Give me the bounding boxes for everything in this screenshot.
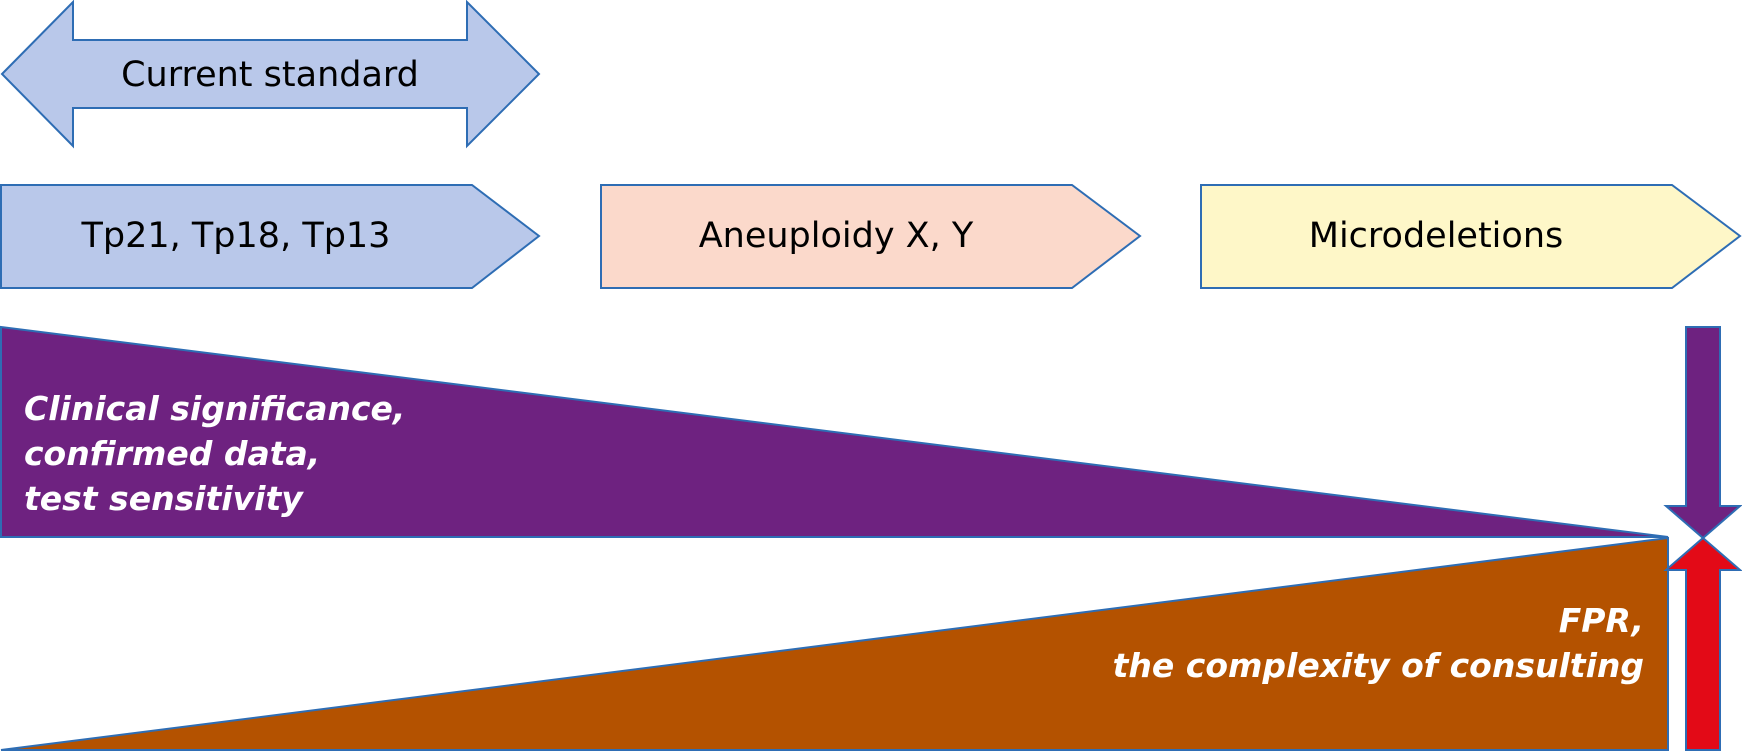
down-arrow-icon <box>1663 326 1742 540</box>
stage-label: Aneuploidy X, Y <box>699 216 974 256</box>
double-arrow-shape <box>0 0 541 149</box>
stage-label: Tp21, Tp18, Tp13 <box>81 216 391 256</box>
increasing-wedge-line: FPR, <box>1559 601 1644 640</box>
increasing-wedge-line: the complexity of consulting <box>1113 646 1644 685</box>
decreasing-wedge-shape <box>0 325 1669 538</box>
decreasing-wedge-line: test sensitivity <box>24 479 304 518</box>
stage-trisomies: Tp21, Tp18, Tp13 <box>0 184 541 289</box>
increasing-wedge-shape <box>0 536 1669 751</box>
up-arrow-icon <box>1663 536 1742 751</box>
stage-chevron-shape <box>1200 184 1742 289</box>
stage-aneuploidy: Aneuploidy X, Y <box>600 184 1142 289</box>
stage-chevron-shape <box>0 184 541 289</box>
stage-microdeletions: Microdeletions <box>1200 184 1742 289</box>
stage-label: Microdeletions <box>1309 216 1564 256</box>
stage-chevron-shape <box>600 184 1142 289</box>
current-standard-arrow: Current standard <box>0 0 541 149</box>
decreasing-wedge: Clinical significance, confirmed data, t… <box>0 325 1669 538</box>
increasing-wedge: FPR, the complexity of consulting <box>0 536 1669 751</box>
current-standard-label: Current standard <box>121 55 419 95</box>
decreasing-wedge-line: confirmed data, <box>24 434 320 473</box>
decreasing-wedge-line: Clinical significance, <box>24 389 405 428</box>
